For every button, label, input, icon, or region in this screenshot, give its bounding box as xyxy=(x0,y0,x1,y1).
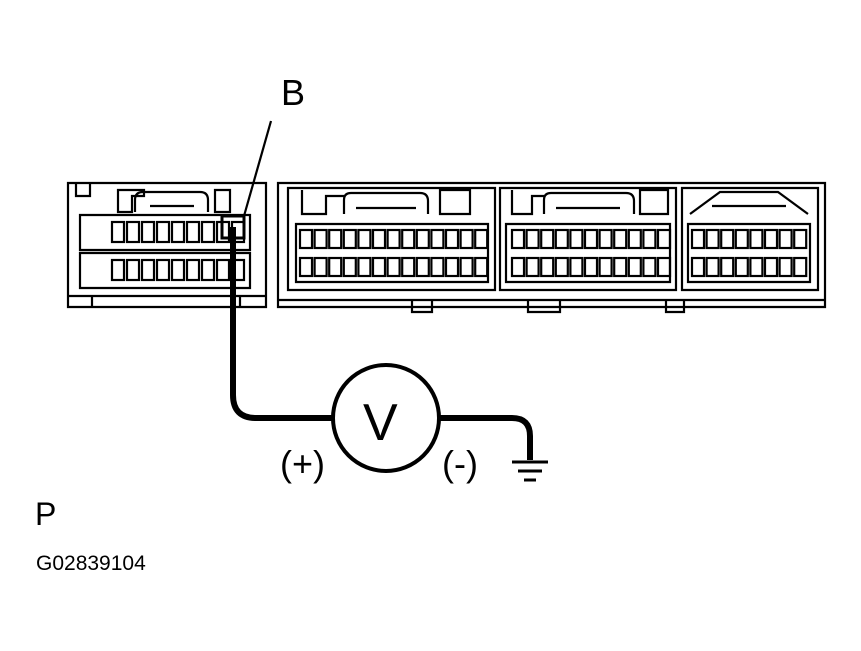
terminal-cavity xyxy=(155,258,171,282)
terminal-cavity xyxy=(313,256,328,278)
terminal-cavity xyxy=(342,256,357,278)
terminal-cavity xyxy=(656,228,672,250)
connector-right-terminals xyxy=(298,228,808,278)
terminal-cavity xyxy=(734,228,749,250)
terminal-cavity xyxy=(459,228,474,250)
voltmeter-icon xyxy=(331,363,441,473)
terminal-cavity xyxy=(540,228,555,250)
terminal-cavity xyxy=(371,256,387,278)
terminal-cavity xyxy=(705,228,720,250)
meter-symbol: V xyxy=(363,394,398,452)
terminal-cavity xyxy=(525,228,540,250)
terminal-cavity xyxy=(656,256,672,278)
terminal-cavity xyxy=(125,258,141,282)
terminal-cavity xyxy=(298,256,314,278)
terminal-cavity xyxy=(583,256,599,278)
figure-id: G02839104 xyxy=(36,552,146,575)
terminal-cavity xyxy=(155,220,171,244)
callout-label: B xyxy=(281,72,306,113)
terminal-cavity xyxy=(357,228,372,250)
terminal-cavity xyxy=(690,228,706,250)
terminal-cavity xyxy=(598,256,613,278)
terminal-cavity xyxy=(734,256,749,278)
terminal-cavity xyxy=(401,256,416,278)
terminal-cavity xyxy=(627,228,642,250)
terminal-cavity xyxy=(642,256,657,278)
terminal-cavity xyxy=(371,228,387,250)
terminal-cavity xyxy=(386,228,401,250)
terminal-cavity xyxy=(554,256,569,278)
terminal-cavity xyxy=(642,228,657,250)
terminal-cavity xyxy=(525,256,540,278)
negative-label: (-) xyxy=(442,443,478,484)
terminal-cavity xyxy=(459,256,474,278)
negative-probe-wire xyxy=(440,415,533,460)
terminal-cavity xyxy=(430,228,445,250)
terminal-cavity xyxy=(749,256,764,278)
terminal-cavity xyxy=(793,256,808,278)
terminal-cavity xyxy=(569,228,584,250)
terminal-cavity xyxy=(215,258,231,282)
terminal-cavity xyxy=(510,228,526,250)
terminal-cavity xyxy=(627,256,642,278)
terminal-cavity xyxy=(444,256,460,278)
ground-icon xyxy=(512,460,548,482)
terminal-cavity xyxy=(763,228,779,250)
terminal-cavity xyxy=(793,228,808,250)
terminal-cavity xyxy=(540,256,555,278)
terminal-cavity xyxy=(510,256,526,278)
terminal-cavity xyxy=(170,220,186,244)
terminal-cavity xyxy=(583,228,599,250)
terminal-cavity xyxy=(444,228,460,250)
terminal-cavity xyxy=(140,220,156,244)
terminal-cavity xyxy=(328,228,343,250)
terminal-cavity xyxy=(569,256,584,278)
terminal-cavity xyxy=(554,228,569,250)
terminal-cavity xyxy=(200,258,216,282)
connector-right xyxy=(276,181,827,314)
terminal-cavity xyxy=(170,258,186,282)
terminal-cavity xyxy=(386,256,401,278)
terminal-cavity xyxy=(110,258,126,282)
terminal-cavity xyxy=(430,256,445,278)
connector-left xyxy=(66,181,268,309)
terminal-cavity xyxy=(125,220,141,244)
terminal-cavity xyxy=(415,256,430,278)
terminal-cavity xyxy=(778,256,793,278)
page-label: P xyxy=(35,496,57,532)
terminal-cavity xyxy=(313,228,328,250)
ecu-connector-block xyxy=(66,181,827,314)
terminal-cavity xyxy=(720,228,735,250)
callout-leader-line xyxy=(242,120,273,217)
terminal-cavity xyxy=(474,228,489,250)
terminal-cavity xyxy=(140,258,156,282)
terminal-cavity xyxy=(613,256,628,278)
terminal-cavity xyxy=(720,256,735,278)
terminal-cavity xyxy=(598,228,613,250)
terminal-cavity xyxy=(328,256,343,278)
terminal-cavity xyxy=(778,228,793,250)
terminal-cavity xyxy=(357,256,372,278)
positive-probe-wire xyxy=(230,227,333,421)
terminal-cavity xyxy=(401,228,416,250)
terminal-cavity xyxy=(749,228,764,250)
terminal-cavity xyxy=(690,256,706,278)
terminal-cavity xyxy=(200,220,216,244)
terminal-cavity xyxy=(298,228,314,250)
terminal-cavity xyxy=(705,256,720,278)
terminal-cavity xyxy=(342,228,357,250)
terminal-cavity xyxy=(763,256,779,278)
connector-left-row-2 xyxy=(110,258,246,282)
terminal-cavity xyxy=(415,228,430,250)
terminal-cavity xyxy=(185,220,201,244)
terminal-cavity xyxy=(474,256,489,278)
terminal-cavity xyxy=(613,228,628,250)
terminal-cavity xyxy=(110,220,126,244)
positive-label: (+) xyxy=(280,443,325,484)
terminal-cavity xyxy=(185,258,201,282)
